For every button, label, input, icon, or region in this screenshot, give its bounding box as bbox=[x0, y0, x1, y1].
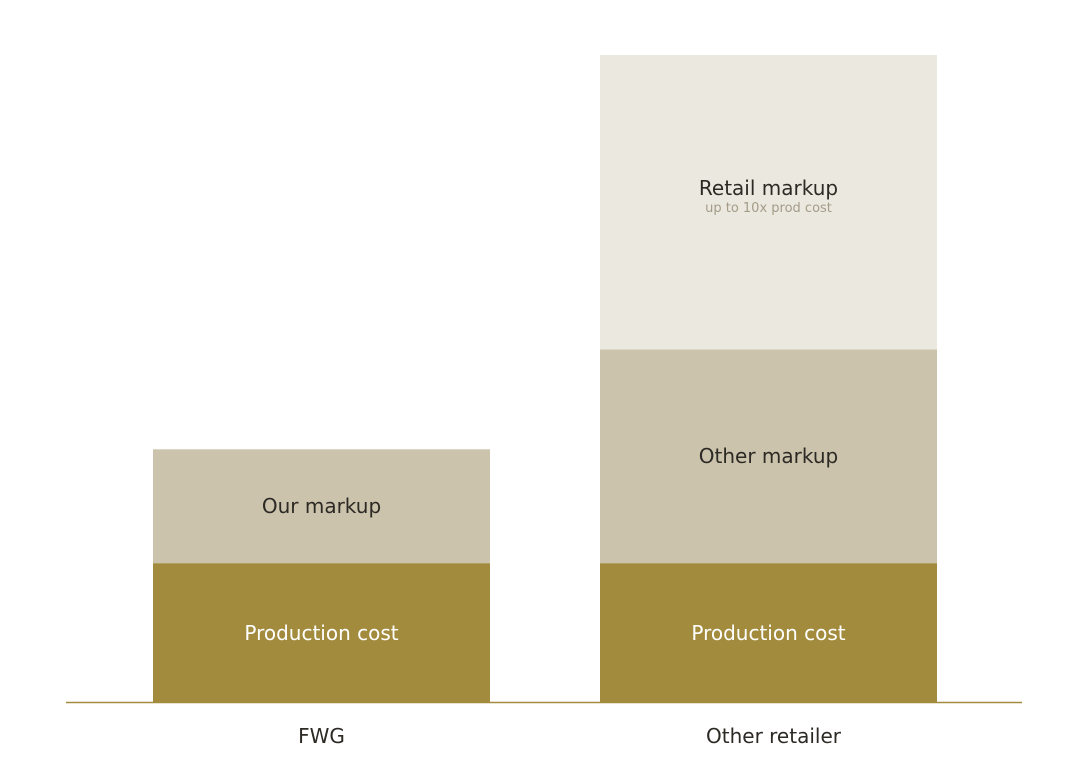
segment-label: Production cost bbox=[600, 621, 937, 645]
segment-label: Other markup bbox=[600, 444, 937, 468]
segment-label-text: Production cost bbox=[244, 620, 399, 645]
segment-label: Production cost bbox=[153, 621, 490, 645]
segment-label: Our markup bbox=[153, 494, 490, 518]
category-label-fwg: FWG bbox=[298, 724, 345, 748]
category-label-other-retailer: Other retailer bbox=[706, 724, 841, 748]
segment-label-text: Our markup bbox=[261, 494, 382, 519]
bar-segment-markup-1 bbox=[600, 349, 937, 564]
segment-label-text: Retail markup bbox=[698, 176, 839, 201]
bar-segment-production-cost-0 bbox=[153, 563, 490, 702]
segment-label-text: Other markup bbox=[698, 444, 839, 469]
bar-segment-production-cost-1 bbox=[600, 563, 937, 702]
segment-sublabel: up to 10x prod cost bbox=[705, 201, 832, 217]
bar-segment-markup-0 bbox=[153, 449, 490, 564]
segment-label-text: Production cost bbox=[691, 620, 846, 645]
bar-segment-retail-markup-1 bbox=[600, 55, 937, 350]
